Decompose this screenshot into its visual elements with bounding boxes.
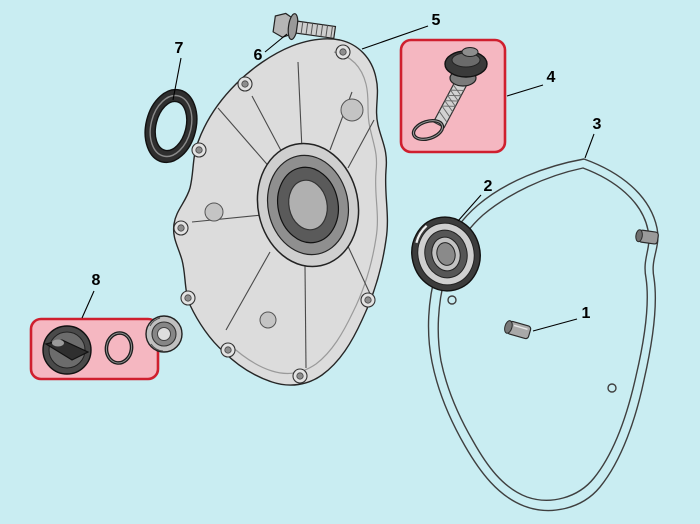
part-ball-bearing [411, 216, 481, 292]
leader-line-6 [264, 33, 288, 53]
part-label-1: 1 [582, 305, 591, 322]
part-dipstick-oring [411, 118, 445, 142]
filler-neck [145, 315, 183, 353]
leader-line-4 [506, 84, 544, 97]
leader-line-5 [361, 25, 429, 50]
part-label-3: 3 [593, 116, 602, 133]
part-drain-cap [42, 325, 92, 375]
part-label-7: 7 [175, 40, 184, 57]
part-label-5: 5 [432, 12, 441, 29]
leader-line-3 [584, 133, 595, 159]
part-label-8: 8 [92, 272, 101, 289]
part-label-6: 6 [254, 47, 263, 64]
part-crankcase-cover [145, 38, 389, 386]
leader-line-8 [81, 290, 95, 319]
part-oil-seal [144, 88, 198, 164]
part-label-2: 2 [484, 178, 493, 195]
leader-line-1 [532, 318, 578, 332]
part-drain-cap-ring [104, 331, 134, 365]
dowel-pin-upper [635, 229, 659, 245]
part-flange-bolt [272, 12, 337, 41]
part-dipstick-cap [432, 47, 488, 129]
part-label-4: 4 [547, 69, 556, 86]
leader-line-7 [172, 57, 182, 101]
part-dowel-pin [504, 320, 532, 340]
leader-line-2 [457, 194, 482, 222]
